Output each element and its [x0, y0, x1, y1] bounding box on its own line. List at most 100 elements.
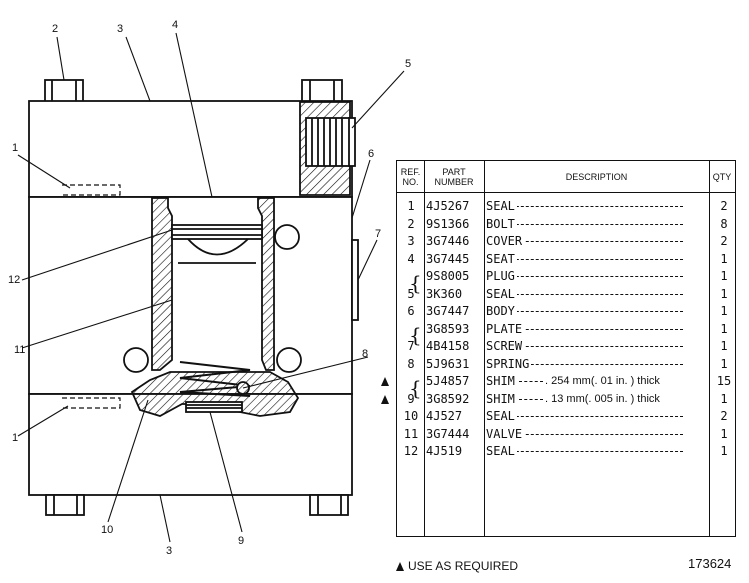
- qty-cell: 2: [720, 199, 728, 213]
- part-number-cell: 3G8592: [426, 391, 470, 406]
- bolt-head-bottom-left: [45, 494, 85, 516]
- dot-leader: [486, 293, 683, 295]
- callout-1-bottom: 1: [12, 432, 19, 444]
- callout-5: 5: [405, 58, 412, 70]
- shim-pack: [185, 401, 243, 413]
- ref-no-cell: 5: [407, 286, 415, 301]
- table-row: 5 3K360 SEAL 1: [397, 285, 735, 303]
- description-cell: COVER: [486, 234, 525, 248]
- dot-leader: [486, 258, 683, 260]
- part-number-cell: 3K360: [426, 286, 463, 301]
- callout-1-top: 1: [12, 142, 19, 154]
- qty-cell: 1: [720, 321, 728, 336]
- callout-11: 11: [14, 344, 26, 356]
- qty-cell: 1: [720, 286, 728, 301]
- part-number-cell: 4J527: [426, 409, 463, 423]
- ref-no-cell: 11: [403, 426, 419, 441]
- description-cell: SEAL: [486, 199, 517, 213]
- qty-cell: 1: [720, 391, 728, 406]
- callout-4: 4: [172, 19, 179, 31]
- qty-cell: 8: [720, 216, 728, 231]
- dot-leader: [486, 311, 683, 312]
- part-number-cell: 4J5267: [426, 199, 470, 213]
- part-number-cell: 3G7445: [426, 251, 470, 266]
- header-ref-no: REF. NO.: [397, 161, 424, 193]
- description-cell: SCREW: [486, 339, 525, 353]
- part-number-cell: 4B4158: [426, 339, 470, 353]
- description-cell: SEAT: [486, 251, 517, 266]
- as-required-marker-icon: [381, 395, 389, 404]
- qty-cell: 1: [720, 356, 728, 371]
- header-part-number: PART NUMBER: [424, 161, 484, 193]
- dot-leader: [486, 206, 683, 207]
- callout-9: 9: [238, 535, 245, 547]
- description-cell: SEAL: [486, 444, 517, 458]
- dot-leader: [486, 433, 683, 435]
- ref-no-cell: 6: [407, 304, 415, 318]
- ref-no-cell: 3: [407, 234, 415, 248]
- ref-no-cell: 8: [407, 356, 415, 371]
- qty-cell: 1: [720, 444, 728, 458]
- ref-no-cell: 1: [407, 199, 415, 213]
- description-cell: PLATE: [486, 321, 525, 336]
- part-number-cell: 3G7446: [426, 234, 470, 248]
- description-note: . 13 mm(. 005 in. ) thick: [545, 392, 660, 405]
- part-number-cell: 5J9631: [426, 356, 470, 371]
- callout-7: 7: [375, 228, 382, 240]
- parts-list-table: REF. NO. PART NUMBER DESCRIPTION QTY 1 4J…: [396, 160, 736, 537]
- description-cell: SHIM: [486, 391, 517, 406]
- description-cell: SEAL: [486, 409, 517, 423]
- bottom-seat: [130, 371, 300, 417]
- seal-top-dashed: [62, 184, 121, 196]
- ref-no-cell: 4: [407, 251, 415, 266]
- description-cell: BODY: [486, 304, 517, 318]
- dot-leader: [486, 276, 683, 277]
- table-row: 3G8593 PLATE 1: [397, 320, 735, 338]
- part-number-cell: 4J519: [426, 444, 463, 458]
- valve-sleeve-left: [151, 197, 173, 371]
- dot-leader: [486, 451, 683, 452]
- qty-cell: 1: [720, 251, 728, 266]
- ref-no-cell: 10: [403, 409, 419, 423]
- bottom-cover: [28, 393, 353, 496]
- qty-cell: 1: [720, 304, 728, 318]
- part-number-cell: 5J4857: [426, 374, 470, 388]
- description-cell: VALVE: [486, 426, 525, 441]
- use-as-required-text: USE AS REQUIRED: [408, 559, 519, 573]
- header-description: DESCRIPTION: [484, 161, 709, 193]
- qty-cell: 2: [720, 234, 728, 248]
- dot-leader: [486, 416, 683, 417]
- part-number-cell: 3G8593: [426, 321, 470, 336]
- description-cell: SHIM: [486, 374, 517, 388]
- table-row: 3 3G7446 COVER 2: [397, 232, 735, 250]
- part-number-cell: 3G7447: [426, 304, 470, 318]
- callout-12: 12: [8, 274, 21, 286]
- description-cell: SEAL: [486, 286, 517, 301]
- callout-3-bottom: 3: [166, 545, 173, 557]
- dot-leader: [486, 223, 683, 225]
- callout-2: 2: [52, 23, 59, 35]
- ref-no-cell: 7: [407, 339, 415, 353]
- seal-bottom-dashed: [62, 397, 121, 409]
- valve-sleeve-right: [257, 197, 275, 371]
- drawing-number: 173624: [688, 556, 732, 571]
- callout-3-top: 3: [117, 23, 124, 35]
- side-plate: [351, 239, 359, 321]
- callout-8: 8: [362, 348, 369, 360]
- description-cell: BOLT: [486, 216, 517, 231]
- ref-no-cell: 2: [407, 216, 415, 231]
- header-qty: QTY: [709, 161, 735, 193]
- table-row: 1 4J5267 SEAL 2: [397, 197, 735, 215]
- qty-cell: 1: [720, 269, 728, 283]
- part-number-cell: 3G7444: [426, 426, 470, 441]
- part-number-cell: 9S8005: [426, 269, 470, 283]
